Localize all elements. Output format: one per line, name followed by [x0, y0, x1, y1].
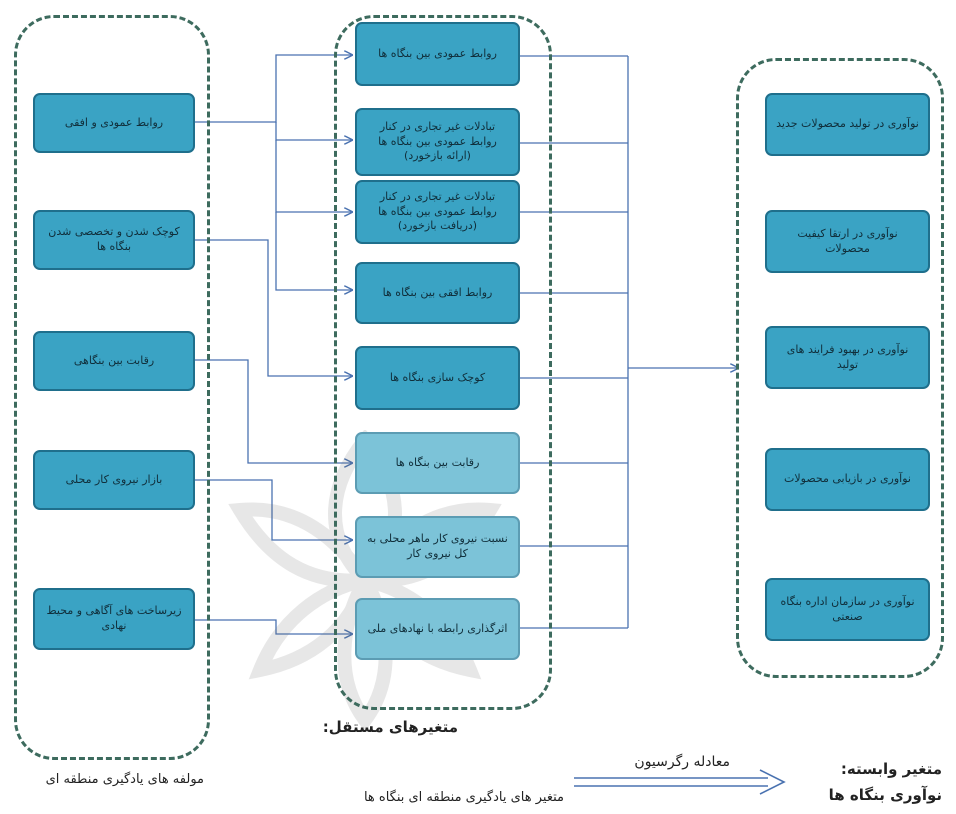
middle-group-title: متغیرهای مستقل: — [322, 718, 458, 736]
middle-item-skilled-labour-ratio: نسبت نیروی کار ماهر محلی به کل نیروی کار — [355, 516, 520, 578]
left-group-title: مولفه های یادگیری منطقه ای — [45, 772, 204, 787]
middle-item-vertical-relations: روابط عمودی بین بنگاه ها — [355, 22, 520, 86]
right-item-marketing-innovation: نوآوری در بازیابی محصولات — [765, 448, 930, 511]
right-group-title: متغیر وابسته: — [840, 760, 942, 778]
left-item-downsizing-specialization: کوچک شدن و تخصصی شدن بنگاه ها — [33, 210, 195, 270]
middle-item-nontrade-exchange-give-feedback: تبادلات غیر تجاری در کنار روابط عمودی بی… — [355, 108, 520, 176]
middle-group-frame — [334, 15, 552, 710]
middle-item-national-institutions-relation: اثرگذاری رابطه با نهادهای ملی — [355, 598, 520, 660]
right-item-new-product-innovation: نوآوری در تولید محصولات جدید — [765, 93, 930, 156]
middle-item-competition-between-firms: رقابت بین بنگاه ها — [355, 432, 520, 494]
legend-arrow-label: معادله رگرسیون — [634, 754, 730, 770]
left-item-vertical-horizontal-relations: روابط عمودی و افقی — [33, 93, 195, 153]
middle-item-firm-downsizing: کوچک سازی بنگاه ها — [355, 346, 520, 410]
right-group-frame — [736, 58, 944, 678]
left-group-frame — [14, 15, 210, 760]
middle-item-nontrade-exchange-receive-feedback: تبادلات غیر تجاری در کنار روابط عمودی بی… — [355, 180, 520, 244]
right-item-quality-improvement-innovation: نوآوری در ارتقا کیفیت محصولات — [765, 210, 930, 273]
left-item-local-labour-market: بازار نیروی کار محلی — [33, 450, 195, 510]
right-item-organization-innovation: نوآوری در سازمان اداره بنگاه صنعتی — [765, 578, 930, 641]
middle-item-horizontal-relations: روابط افقی بین بنگاه ها — [355, 262, 520, 324]
left-item-knowledge-infrastructure: زیرساخت های آگاهی و محیط نهادی — [33, 588, 195, 650]
left-item-inter-firm-competition: رقابت بین بنگاهی — [33, 331, 195, 391]
middle-group-subtitle: متغیر های یادگیری منطقه ای بنگاه ها — [363, 790, 564, 805]
right-group-subtitle: نوآوری بنگاه ها — [828, 786, 942, 804]
right-item-process-improvement-innovation: نوآوری در بهبود فرایند های تولید — [765, 326, 930, 389]
